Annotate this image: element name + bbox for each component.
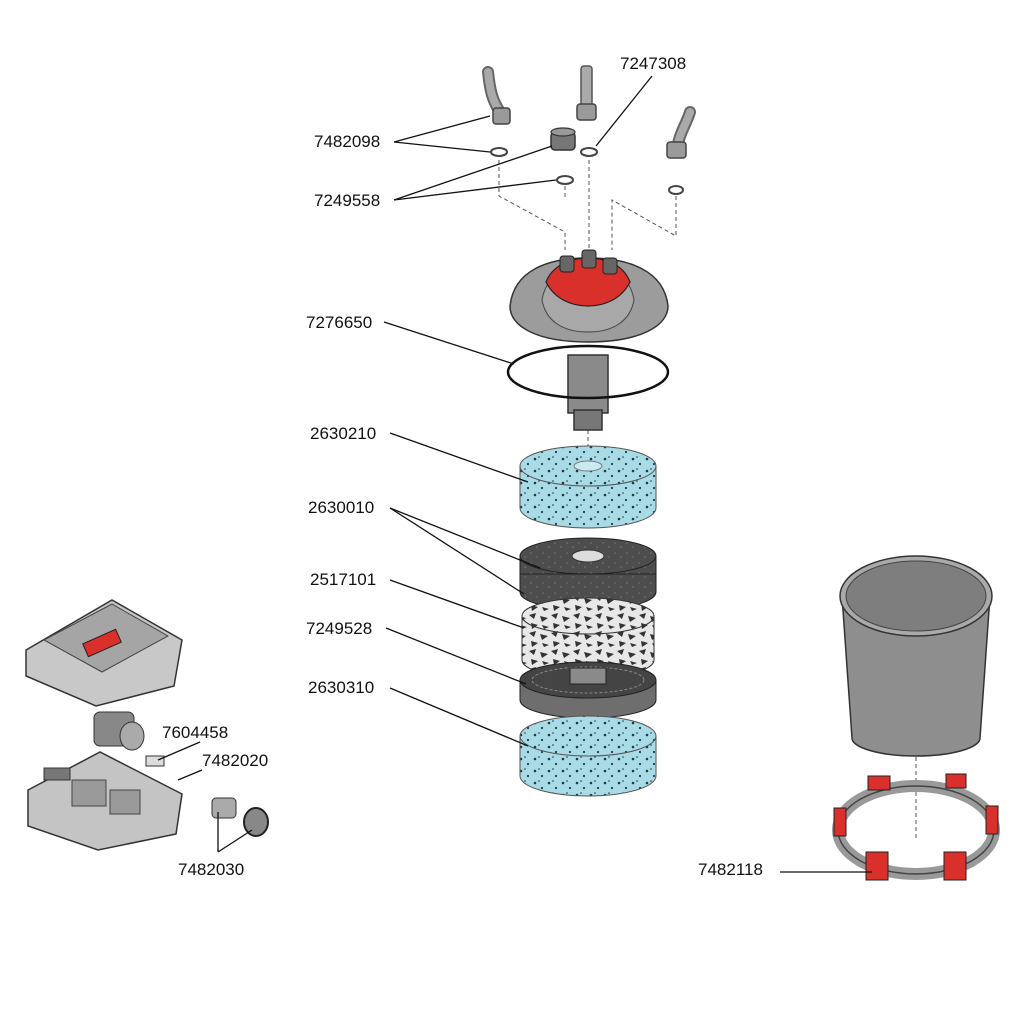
leader-lines bbox=[157, 75, 872, 873]
seal-ring-right bbox=[668, 185, 684, 195]
label-7276650: 7276650 bbox=[306, 313, 373, 332]
label-7247308: 7247308 bbox=[620, 54, 687, 73]
bearing-cap bbox=[211, 797, 237, 819]
seal-ring-center bbox=[580, 147, 598, 157]
seal-ring-left bbox=[490, 147, 508, 157]
filter-head bbox=[509, 249, 669, 431]
label-2630010: 2630010 bbox=[308, 498, 375, 517]
clip-ring bbox=[832, 773, 1000, 881]
hose-left bbox=[482, 66, 511, 125]
label-7249528: 7249528 bbox=[306, 619, 373, 638]
label-7249558: 7249558 bbox=[314, 191, 381, 210]
head-o-ring bbox=[506, 344, 670, 400]
media-basket bbox=[519, 661, 657, 719]
label-2630210: 2630210 bbox=[310, 424, 377, 443]
label-7604458: 7604458 bbox=[162, 723, 229, 742]
hose-center bbox=[576, 65, 597, 121]
bearing-seal bbox=[243, 807, 269, 837]
label-7482118: 7482118 bbox=[698, 860, 763, 879]
blue-foam-pad-top bbox=[519, 445, 657, 529]
ceramic-media bbox=[521, 597, 655, 679]
label-2630310: 2630310 bbox=[308, 678, 375, 697]
blue-foam-pad-bottom bbox=[519, 715, 657, 797]
pump-base bbox=[27, 751, 183, 851]
label-2517101: 2517101 bbox=[310, 570, 377, 589]
washer bbox=[556, 175, 574, 185]
label-7482030: 7482030 bbox=[178, 860, 245, 879]
pump-cover bbox=[25, 599, 183, 707]
label-7482020: 7482020 bbox=[202, 751, 269, 770]
impeller bbox=[145, 755, 165, 767]
label-7482098: 7482098 bbox=[314, 132, 381, 151]
hose-right bbox=[666, 106, 696, 159]
cap-nut bbox=[550, 127, 576, 151]
canister bbox=[839, 555, 993, 757]
impeller-housing bbox=[93, 711, 145, 751]
